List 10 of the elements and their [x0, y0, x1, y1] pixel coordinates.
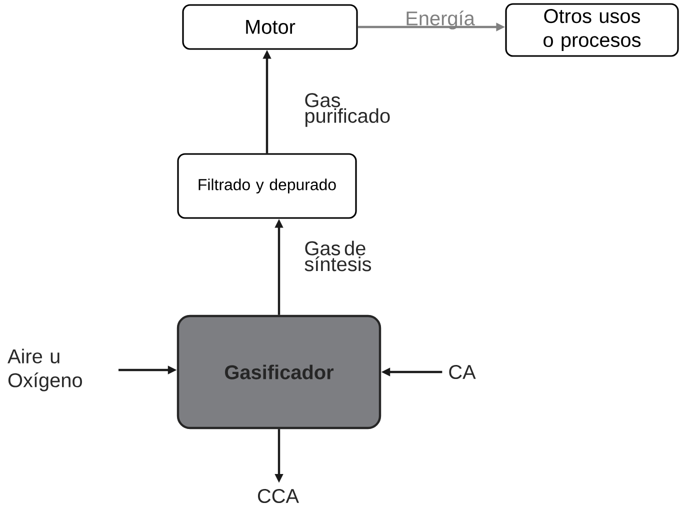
- stream-label: CCA: [258, 488, 299, 504]
- process-box: Motor: [182, 4, 358, 50]
- stream-label: Aire u Oxígeno: [8, 348, 82, 392]
- edge-label: Gas purificado: [305, 93, 390, 127]
- process-box: Gasificador: [176, 314, 382, 430]
- process-box: Otros usos o procesos: [505, 3, 679, 57]
- stream-label: CA: [449, 364, 476, 380]
- process-box: Filtrado y depurado: [177, 153, 357, 219]
- edge-label: Gas de síntesis: [304, 240, 372, 272]
- edge-label: Energía: [406, 10, 475, 30]
